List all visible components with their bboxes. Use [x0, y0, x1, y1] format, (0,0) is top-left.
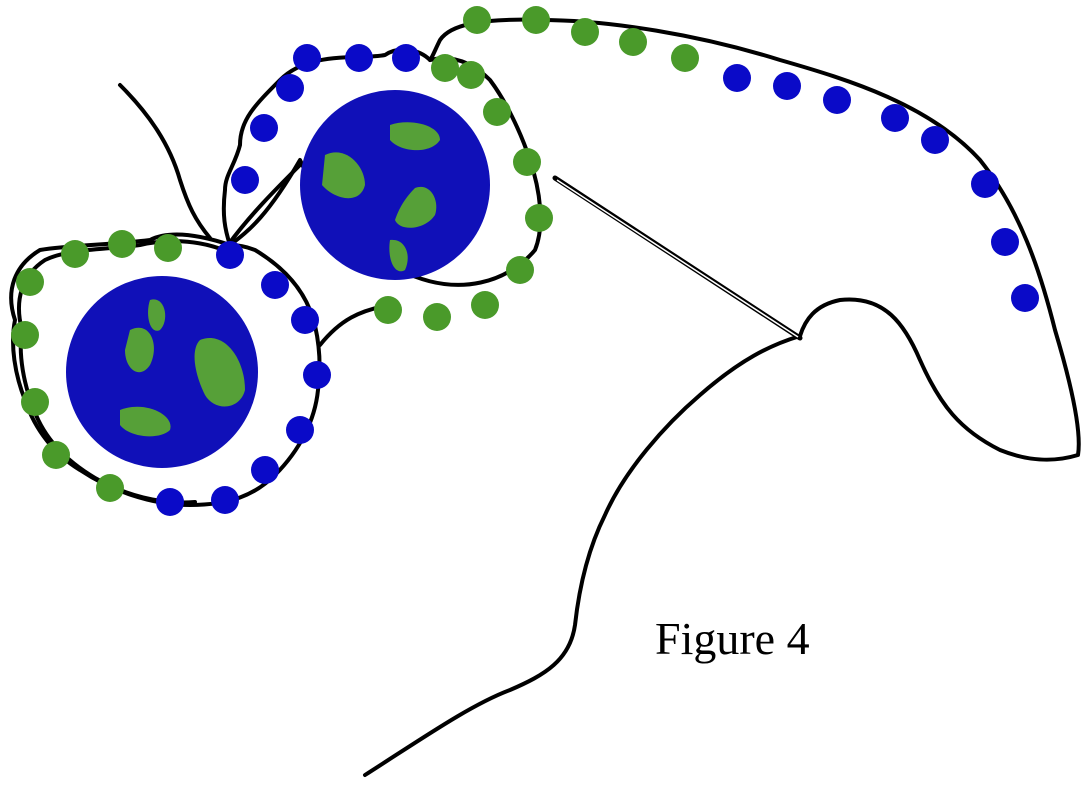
green-bead — [671, 44, 699, 72]
green-bead — [61, 240, 89, 268]
blue-bead — [921, 126, 949, 154]
green-bead — [457, 61, 485, 89]
green-bead — [619, 28, 647, 56]
blue-bead — [345, 44, 373, 72]
green-bead — [21, 388, 49, 416]
green-bead — [431, 54, 459, 82]
blue-bead — [216, 241, 244, 269]
blue-bead — [303, 361, 331, 389]
blue-bead — [261, 271, 289, 299]
blue-bead — [250, 114, 278, 142]
green-bead — [483, 98, 511, 126]
blue-bead — [971, 170, 999, 198]
blue-bead — [293, 44, 321, 72]
green-bead — [423, 303, 451, 331]
blue-bead — [276, 74, 304, 102]
green-bead — [42, 441, 70, 469]
green-bead — [525, 204, 553, 232]
antenna-line — [118, 83, 212, 240]
blue-bead — [231, 166, 259, 194]
needle-highlight — [556, 179, 799, 338]
green-bead — [11, 321, 39, 349]
green-bead — [96, 474, 124, 502]
green-bead — [513, 148, 541, 176]
green-bead — [463, 6, 491, 34]
link-line — [226, 163, 302, 247]
figure-caption: Figure 4 — [655, 613, 810, 664]
blue-bead — [773, 72, 801, 100]
green-bead — [506, 256, 534, 284]
green-bead — [16, 268, 44, 296]
blue-bead — [286, 416, 314, 444]
blue-bead — [251, 456, 279, 484]
upper-globe — [300, 90, 490, 280]
green-bead — [471, 291, 499, 319]
green-bead — [108, 230, 136, 258]
blue-bead — [211, 486, 239, 514]
left-globe — [66, 276, 258, 468]
blue-bead — [723, 64, 751, 92]
hook-outline — [428, 17, 1081, 462]
blue-bead — [291, 306, 319, 334]
green-bead — [522, 6, 550, 34]
blue-bead — [1011, 284, 1039, 312]
green-bead — [571, 18, 599, 46]
blue-bead — [823, 86, 851, 114]
blue-bead — [156, 488, 184, 516]
blue-bead — [392, 44, 420, 72]
green-bead — [374, 296, 402, 324]
green-bead — [154, 234, 182, 262]
bead-chain — [11, 6, 1039, 516]
blue-bead — [991, 228, 1019, 256]
blue-bead — [881, 104, 909, 132]
bottom-wavy-line — [363, 334, 802, 777]
